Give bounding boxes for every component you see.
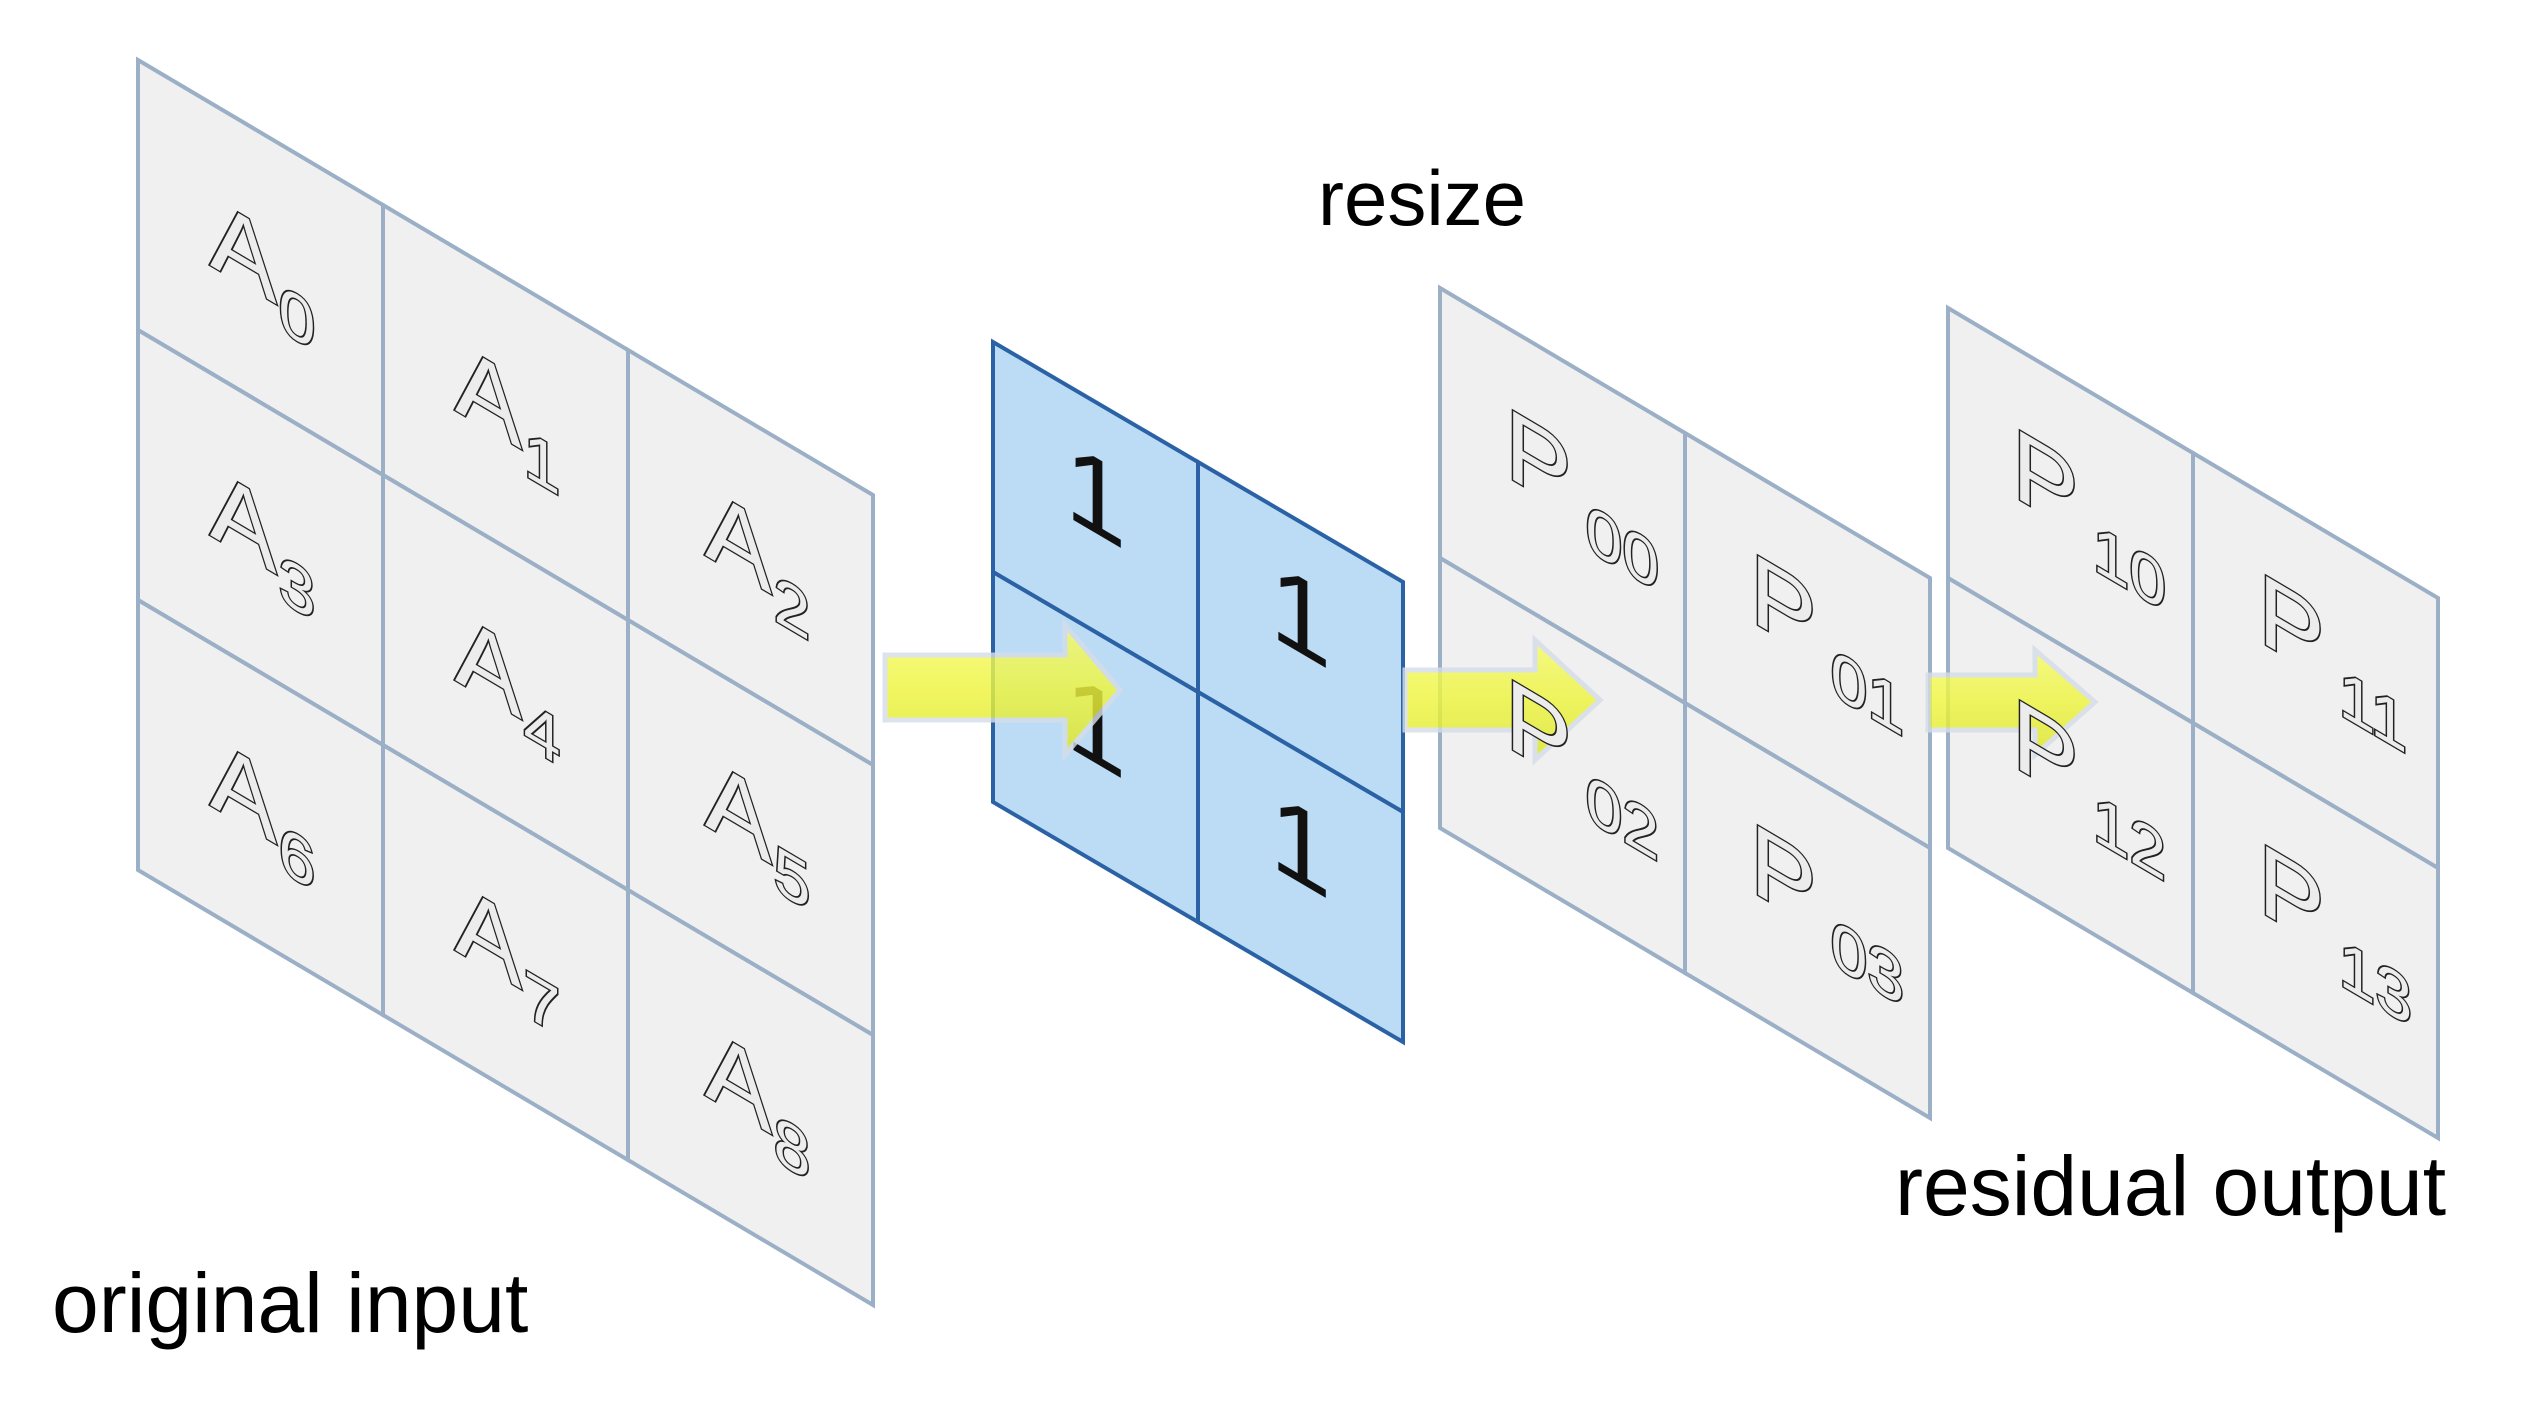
input-grid: [138, 60, 873, 1305]
residual-cell: [2193, 723, 2438, 1138]
resized-cell: [1685, 703, 1930, 1118]
input-cell-a8: [628, 890, 873, 1305]
arrow-input-to-kernel: [882, 618, 1124, 762]
resized-grid-2-labels: P10 P11 P12 P13: [2011, 403, 2414, 1043]
resize-label: resize: [1318, 154, 1526, 242]
residual-output-label: residual output: [1895, 1139, 2446, 1233]
kernel-cell: [1198, 692, 1403, 1042]
arrow-kernel-to-resized: [1402, 634, 1604, 766]
original-input-label: original input: [52, 1256, 528, 1350]
input-cell-label: A1: [455, 320, 560, 511]
arrow-resized-to-residual: [1925, 644, 2099, 761]
